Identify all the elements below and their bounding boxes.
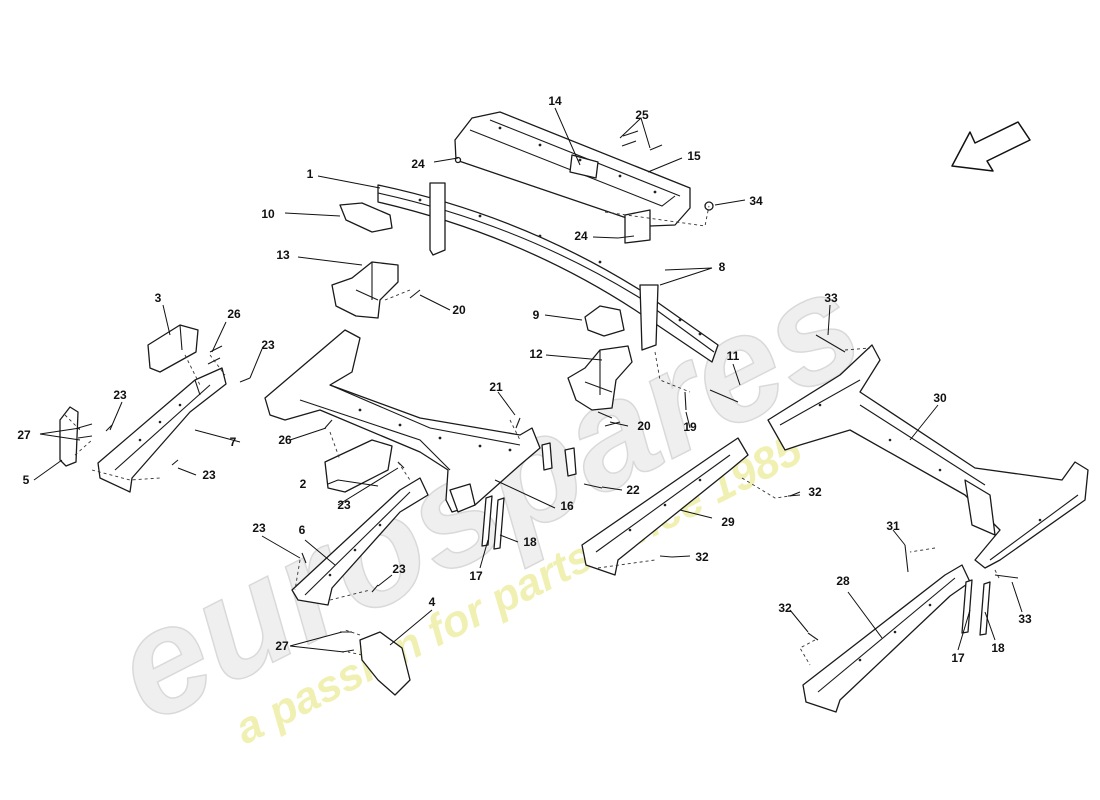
assembly-lines [64,205,1001,666]
part-17-18-straps-right [961,579,991,636]
leader-lines [33,107,1023,653]
callout-27-bottom: 27 [275,639,289,653]
part-30-frame [767,344,1089,569]
callout-labels: 1 2 3 4 5 6 7 8 9 10 11 12 13 14 15 16 1… [17,94,1032,665]
callout-14: 14 [548,94,562,108]
callout-18-right: 18 [991,641,1005,655]
callout-23-e: 23 [252,521,266,535]
callout-23-b: 23 [113,388,127,402]
part-17-18-straps-left [481,442,577,550]
callout-12: 12 [529,347,543,361]
callout-33-top: 33 [824,291,838,305]
callout-1: 1 [307,167,314,181]
callout-29: 29 [721,515,735,529]
callout-24-bottom: 24 [574,229,588,243]
part-13-bracket [331,261,399,319]
callout-11: 11 [727,349,740,363]
part-1-beam [377,182,719,363]
callout-34: 34 [749,194,763,208]
callout-27-left: 27 [17,428,31,442]
callout-10: 10 [261,207,275,221]
callout-7: 7 [230,435,237,449]
callout-23-a: 23 [261,338,275,352]
callout-30: 30 [933,391,947,405]
callout-3: 3 [155,291,162,305]
part-29-rail [581,437,749,576]
part-4-bracket [359,631,411,696]
callout-23-d: 23 [337,498,351,512]
callout-32-middle: 32 [695,550,709,564]
callout-5: 5 [23,473,30,487]
callout-19: 19 [683,420,697,434]
callout-31: 31 [886,519,900,533]
part-6-rail [291,477,429,606]
callout-18-left: 18 [523,535,537,549]
callout-13: 13 [276,248,290,262]
callout-17-left: 17 [469,569,483,583]
callout-33-bottom: 33 [1018,612,1032,626]
part-28-rail [802,564,971,713]
callout-20-bottom: 20 [637,419,651,433]
callout-23-f: 23 [392,562,406,576]
callout-26-bottom: 26 [278,433,292,447]
callout-2: 2 [300,477,307,491]
part-2-bracket [324,439,393,493]
callout-6: 6 [299,523,306,537]
callout-20-top: 20 [452,303,466,317]
callout-32-bottom: 32 [778,601,792,615]
part-3-bracket [147,324,199,373]
part-15-frame [454,111,691,244]
part-9-bracket [584,305,625,337]
callout-22: 22 [626,483,640,497]
callout-26-top: 26 [227,307,241,321]
callout-9: 9 [533,308,540,322]
callout-8: 8 [719,260,726,274]
callout-24-top: 24 [411,157,425,171]
callout-16: 16 [560,499,574,513]
callout-25: 25 [635,108,649,122]
callout-17-right: 17 [951,651,965,665]
callout-4: 4 [429,595,436,609]
part-7-rail [97,367,227,493]
part-16-frame [264,329,541,513]
direction-arrow-icon [951,121,1031,172]
callout-23-c: 23 [202,468,216,482]
callout-21: 21 [489,380,503,394]
part-10-bracket [339,202,393,233]
callout-32-right: 32 [808,485,822,499]
callout-28: 28 [836,574,850,588]
callout-15: 15 [687,149,701,163]
part-5-bracket [59,406,79,467]
